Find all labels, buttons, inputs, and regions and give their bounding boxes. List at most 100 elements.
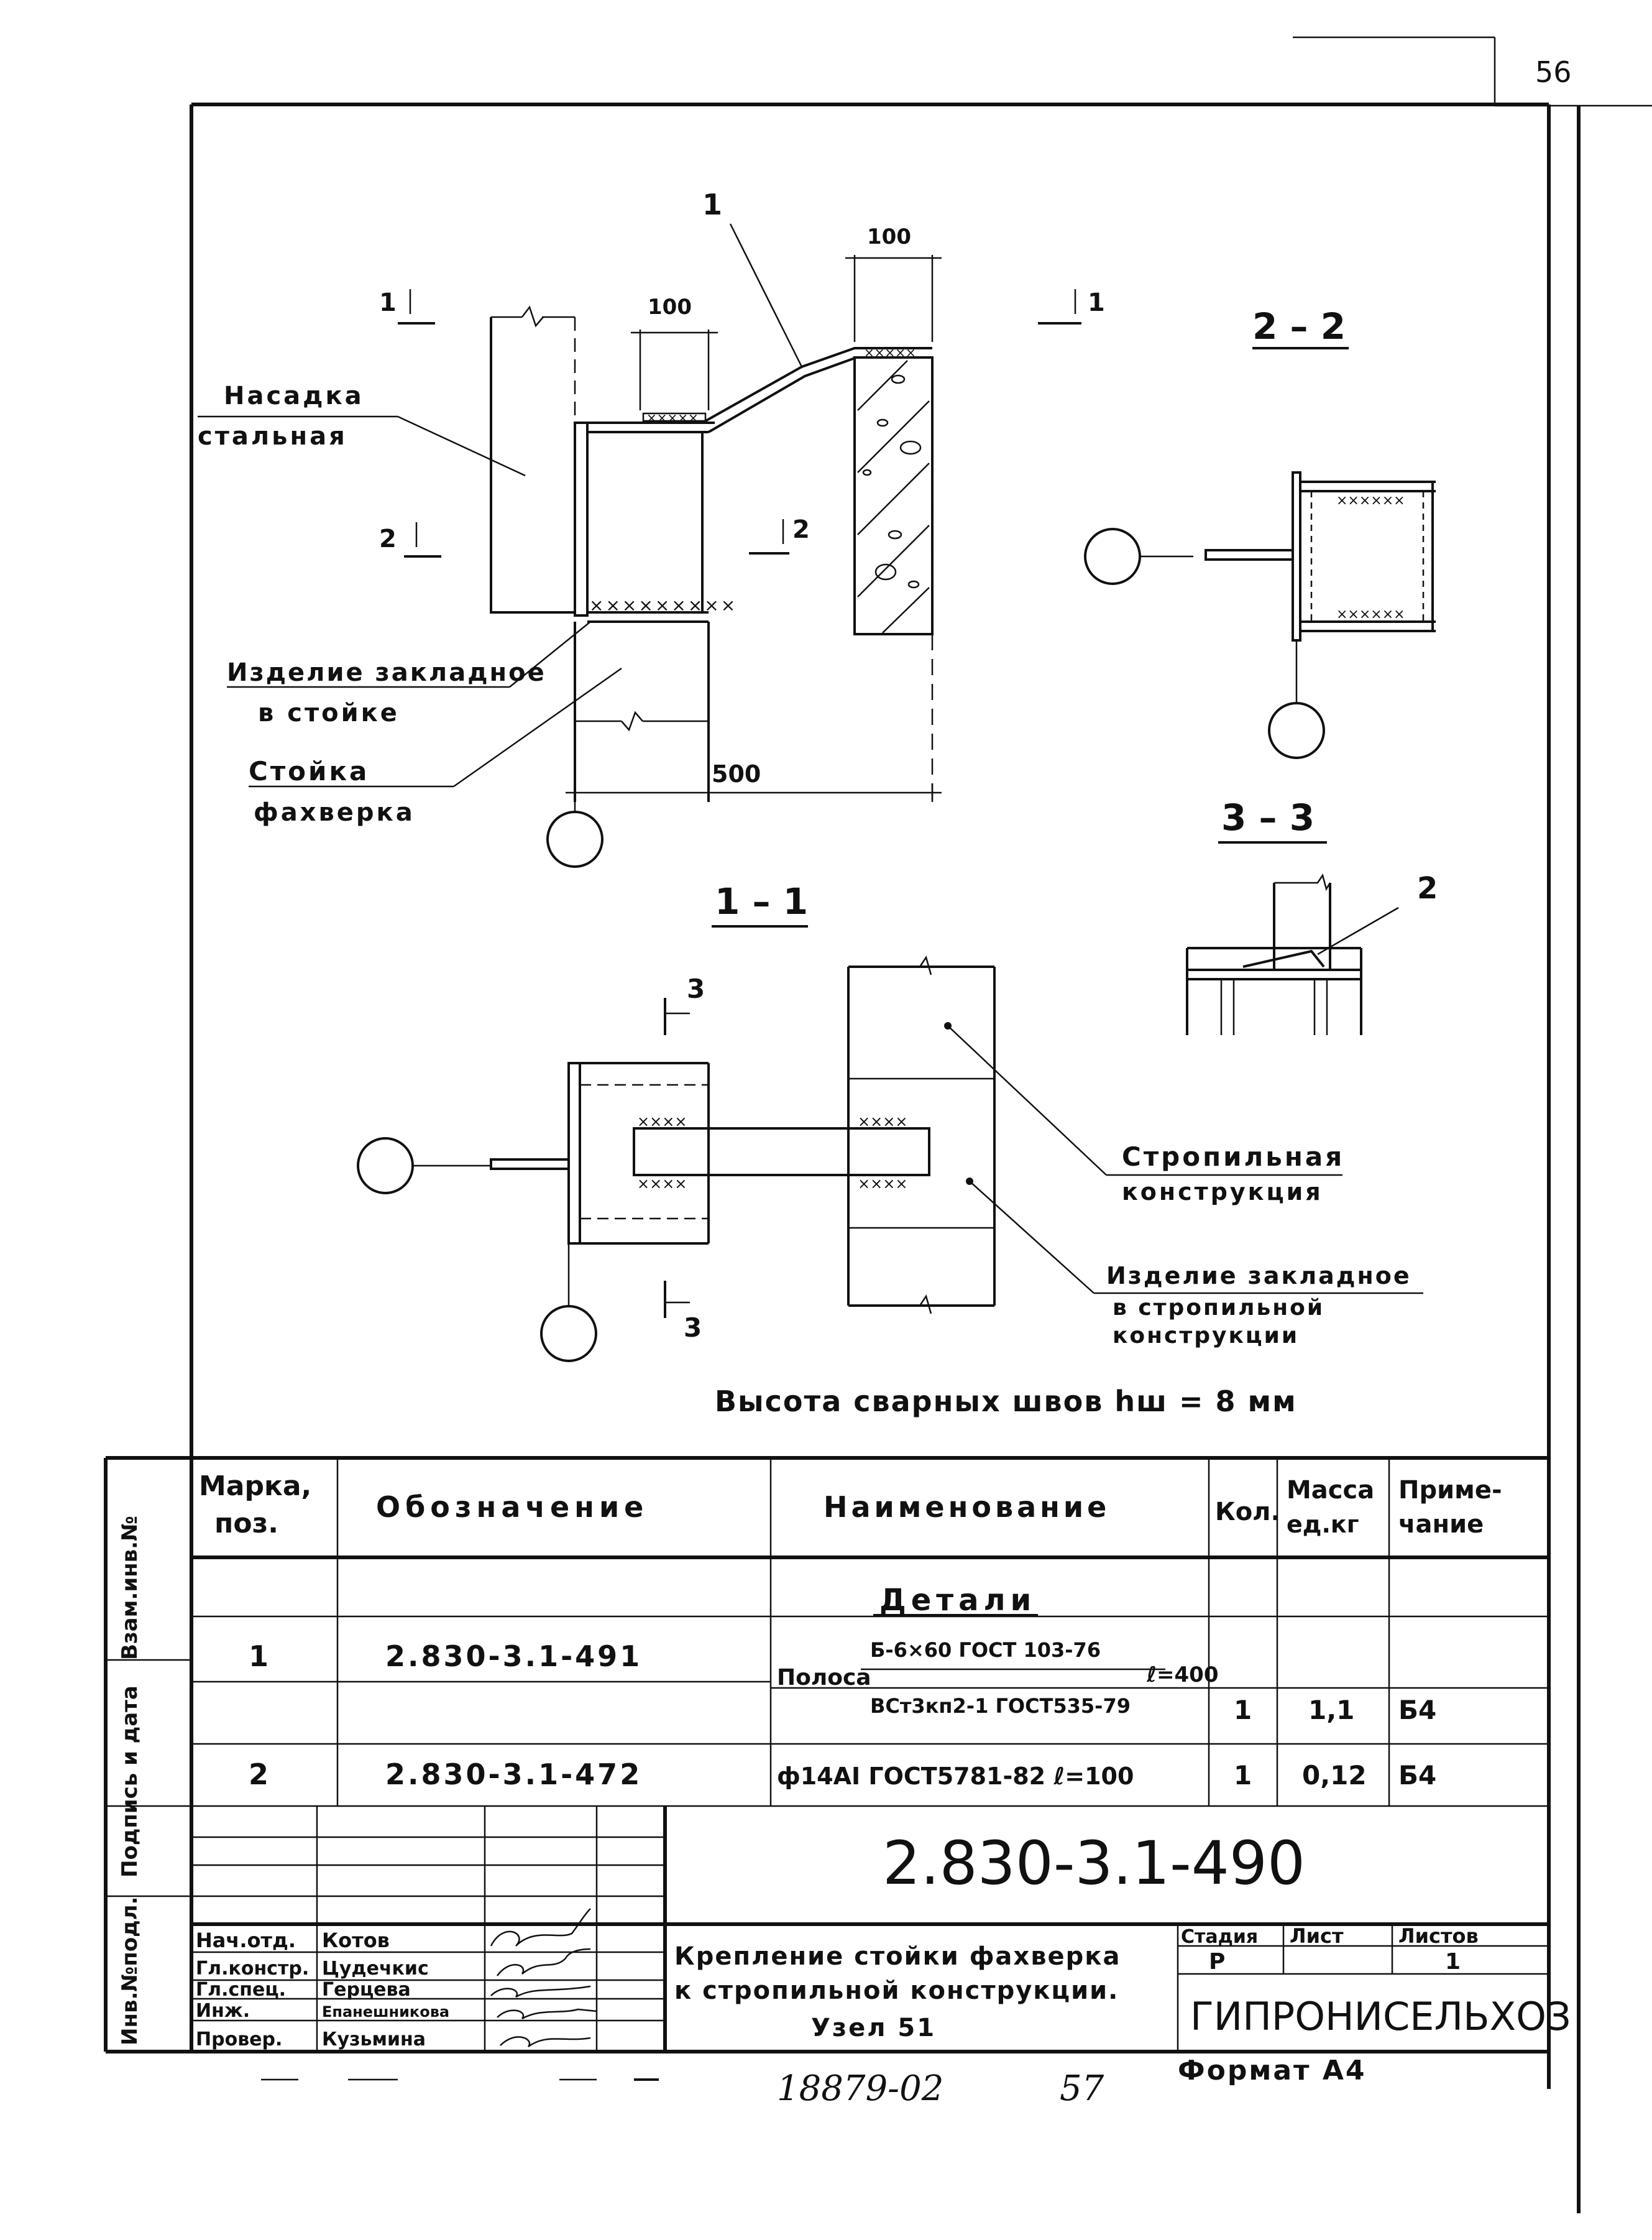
archive-number: 18879-02: [777, 2068, 943, 2109]
stage-value: Р: [1209, 1949, 1225, 1975]
org-name: ГИПРОНИСЕЛЬХОЗ: [1190, 1994, 1571, 2039]
header-note-2: чание: [1398, 1510, 1484, 1539]
row1-name-prefix: Полоса: [777, 1665, 871, 1690]
section-3-3-title: 3 – 3: [1221, 796, 1315, 839]
name-gerceva: Герцева: [322, 1979, 411, 2001]
row2-mark: 2: [249, 1758, 268, 1791]
svg-text:2: 2: [792, 515, 810, 544]
pos-2-label: 2: [1417, 871, 1438, 906]
row2-designation: 2.830-3.1-472: [385, 1758, 642, 1791]
role-prover: Провер.: [196, 2029, 282, 2050]
title-line-2: к стропильной конструкции.: [674, 1976, 1119, 2005]
dim-100-a: 100: [648, 295, 692, 320]
doc-code: 2.830-3.1-490: [883, 1828, 1305, 1898]
row2-name: ф14АI ГОСТ5781-82 ℓ=100: [777, 1763, 1134, 1790]
svg-text:×××××: ×××××: [646, 410, 699, 425]
row2-note: Б4: [1398, 1760, 1436, 1791]
row1-mark: 1: [249, 1639, 268, 1673]
dim-100-b: 100: [867, 224, 911, 249]
section-3-3: 3 – 3 2: [1186, 796, 1438, 1035]
signatures: [490, 1908, 597, 2048]
svg-text:в стойке: в стойке: [258, 699, 400, 727]
header-name: Наименование: [824, 1490, 1110, 1524]
svg-text:Изделие закладное: Изделие закладное: [227, 658, 546, 687]
svg-text:××××: ××××: [637, 1113, 687, 1130]
dimension-100-left: 100: [631, 295, 718, 410]
drawing-frame: [104, 103, 1581, 2213]
section-2-2-title: 2 – 2: [1252, 305, 1346, 348]
callout-stoyka: Стойка фахверка: [249, 667, 622, 827]
cut-2-left: 2: [379, 522, 441, 558]
svg-text:1: 1: [1088, 288, 1105, 317]
page-number: 57: [1060, 2068, 1104, 2109]
title-block: [191, 1806, 1549, 2052]
pos-1-label: 1: [702, 188, 722, 221]
stamp-vzam-inv: Взам.инв.№: [117, 1516, 142, 1660]
svg-text:Насадка: Насадка: [224, 382, 364, 410]
role-gl-spec: Гл.спец.: [196, 1979, 286, 2001]
spec-table: [106, 1458, 1549, 1807]
row1-name-len: ℓ=400: [1146, 1662, 1219, 1687]
label-stropil-2: конструкция: [1122, 1178, 1323, 1205]
title-line-1: Крепление стойки фахверка: [674, 1942, 1121, 1971]
sheet-number: 56: [1535, 55, 1572, 89]
cut-3-top: 3: [664, 974, 705, 1035]
header-designation: Обозначение: [376, 1490, 648, 1524]
svg-text:3: 3: [684, 1312, 702, 1343]
row1-note: Б4: [1398, 1695, 1436, 1725]
format-label: Формат А4: [1178, 2055, 1367, 2086]
role-gl-konstr: Гл.констр.: [196, 1958, 309, 1980]
name-cudechkis: Цудечкис: [322, 1958, 429, 1980]
main-elevation: ××××××××× ××××× ×××××: [198, 188, 1105, 868]
dimension-100-right: 100: [845, 224, 942, 342]
row1-name-bottom: ВСт3кп2-1 ГОСТ535-79: [870, 1694, 1131, 1718]
row1-qty: 1: [1234, 1695, 1252, 1725]
label-izdelie-stropil-3: конструкции: [1113, 1323, 1299, 1348]
svg-text:фахверка: фахверка: [254, 798, 415, 827]
sheets-label: Листов: [1398, 1924, 1479, 1948]
axis-marker-elevation: [546, 811, 603, 868]
header-mass-2: ед.кг: [1287, 1511, 1359, 1538]
dimension-500: 500: [566, 760, 942, 802]
role-nach-otd: Нач.отд.: [196, 1929, 296, 1952]
cut-1-right: 1: [1038, 288, 1105, 325]
weld-height-note: Высота сварных швов hш = 8 мм: [715, 1385, 1297, 1418]
stamp-inv-podl: Инв.№подл.: [117, 1897, 142, 2045]
svg-text:××××: ××××: [858, 1113, 907, 1130]
header-mass-1: Масса: [1287, 1476, 1374, 1505]
row1-name-top: Б-6×60 ГОСТ 103-76: [870, 1638, 1101, 1662]
cut-2-right: 2: [749, 515, 810, 555]
side-stamp-column: [106, 1805, 191, 1897]
stage-label: Стадия: [1181, 1926, 1258, 1948]
sheet-number-box: 56: [1293, 36, 1652, 107]
title-line-3: Узел 51: [811, 2014, 936, 2042]
section-1-1-title: 1 – 1: [715, 880, 808, 923]
section-2-2: 2 – 2 ×××××× ××××××: [1084, 305, 1436, 759]
svg-text:2: 2: [379, 525, 397, 553]
svg-text:××××××: ××××××: [1336, 493, 1405, 509]
header-mark-2: поз.: [214, 1508, 278, 1539]
name-kotov: Котов: [322, 1929, 390, 1952]
section-title-details: Детали: [879, 1583, 1036, 1618]
cut-3-bottom: 3: [664, 1281, 702, 1343]
header-note-1: Приме-: [1398, 1476, 1502, 1505]
svg-text:3: 3: [687, 974, 705, 1004]
sheets-value: 1: [1445, 1949, 1461, 1975]
svg-text:стальная: стальная: [198, 422, 347, 451]
svg-text:××××: ××××: [858, 1175, 907, 1192]
callout-izdelie-stoyka: Изделие закладное в стойке: [227, 621, 591, 727]
row1-mass: 1,1: [1308, 1695, 1354, 1725]
label-izdelie-stropil-2: в стропильной: [1113, 1295, 1324, 1320]
row2-mass: 0,12: [1302, 1760, 1367, 1791]
dim-500: 500: [712, 760, 761, 788]
svg-text:××××: ××××: [637, 1175, 687, 1192]
svg-text:1: 1: [379, 288, 397, 317]
header-mark-1: Марка,: [199, 1470, 311, 1502]
section-1-1: 1 – 1 ×××× ×××× ×××× ×××× 3: [357, 880, 1423, 1362]
label-izdelie-stropil-1: Изделие закладное: [1106, 1262, 1411, 1289]
label-stropil-1: Стропильная: [1122, 1141, 1344, 1172]
name-kuzmina: Кузьмина: [322, 2029, 426, 2050]
svg-text:×××××××××: ×××××××××: [589, 595, 737, 615]
callout-nasadka: Насадка стальная: [198, 382, 526, 477]
